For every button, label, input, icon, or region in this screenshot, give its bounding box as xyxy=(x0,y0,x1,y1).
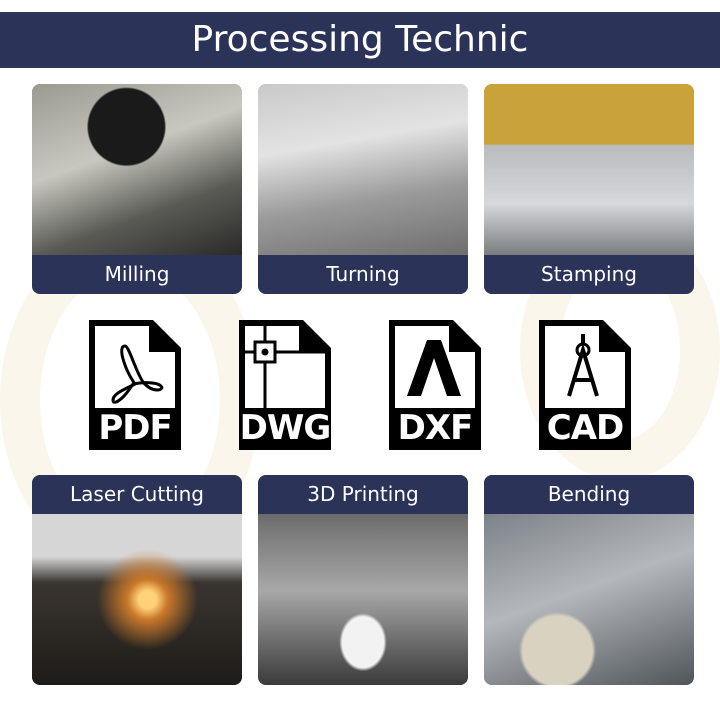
dwg-file-icon: DWG xyxy=(235,316,335,454)
process-card-stamping: Stamping xyxy=(484,84,694,294)
cad-file-icon: CAD xyxy=(535,316,635,454)
file-format-label: DWG xyxy=(239,408,332,448)
3d-printing-photo xyxy=(258,514,468,685)
process-label: Milling xyxy=(32,255,242,294)
page-title: Processing Technic xyxy=(0,12,720,68)
file-format-label: DXF xyxy=(397,408,474,448)
process-label: Bending xyxy=(484,475,694,514)
process-card-milling: Milling xyxy=(32,84,242,294)
turning-photo xyxy=(258,84,468,255)
laser-cutting-photo xyxy=(32,514,242,685)
dxf-file-icon: DXF xyxy=(385,316,485,454)
process-card-laser-cutting: Laser Cutting xyxy=(32,475,242,685)
pdf-file-icon: PDF xyxy=(85,316,185,454)
process-label: Stamping xyxy=(484,255,694,294)
process-label: Turning xyxy=(258,255,468,294)
file-format-label: PDF xyxy=(98,408,172,448)
file-format-label: CAD xyxy=(546,408,625,448)
process-card-3d-printing: 3D Printing xyxy=(258,475,468,685)
stamping-photo xyxy=(484,84,694,255)
process-card-turning: Turning xyxy=(258,84,468,294)
process-label: 3D Printing xyxy=(258,475,468,514)
process-label: Laser Cutting xyxy=(32,475,242,514)
milling-photo xyxy=(32,84,242,255)
bending-photo xyxy=(484,514,694,685)
process-card-bending: Bending xyxy=(484,475,694,685)
